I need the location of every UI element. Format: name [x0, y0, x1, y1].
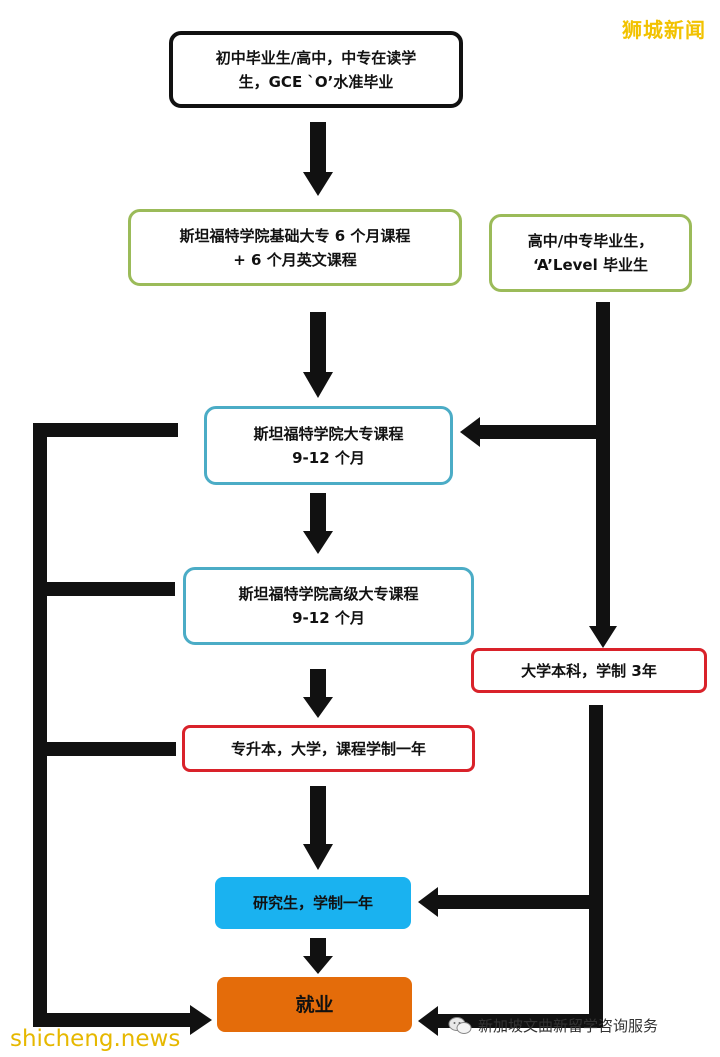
foundation-node-line-2: + 6 个月英文课程: [233, 250, 357, 269]
advanced-diploma-node-line-2: 9-12 个月: [292, 609, 365, 627]
start-node-line-1: 初中毕业生/高中，中专在读学: [215, 48, 417, 67]
arrowhead-alevel-bachelor: [589, 626, 617, 648]
arrowhead-left-employment: [190, 1005, 212, 1035]
arrowhead-alevel-diploma: [460, 417, 480, 447]
arrow-shaft-diploma-advanced: [310, 493, 326, 533]
arrow-shaft-masters-employment: [310, 938, 326, 958]
start-node: 初中毕业生/高中，中专在读学 生，GCE `O’水准毕业: [169, 31, 463, 108]
arrowhead-bachelor-employment: [418, 1006, 438, 1036]
diploma-node: 斯坦福特学院大专课程 9-12 个月: [204, 406, 453, 485]
watermark-bottom-left: shicheng.news: [10, 1026, 181, 1052]
bachelor-node: 大学本科，学制 3年: [471, 648, 707, 693]
arrow-shaft-bachelor-masters: [436, 895, 596, 909]
bachelor-node-label: 大学本科，学制 3年: [521, 661, 657, 680]
line-left-vertical: [33, 423, 47, 1027]
arrowhead-bachelor-masters: [418, 887, 438, 917]
line-exit-diploma: [33, 423, 178, 437]
employment-node-label: 就业: [295, 993, 334, 1016]
alevel-node: 高中/中专毕业生， ‘A’Level 毕业生: [489, 214, 692, 292]
alevel-node-line-2: ‘A’Level 毕业生: [533, 256, 648, 274]
arrowhead-foundation-diploma: [303, 372, 333, 398]
arrow-shaft-left-employment: [33, 1013, 193, 1027]
masters-node-label: 研究生，学制一年: [252, 894, 373, 912]
arrow-shaft-alevel-bachelor: [596, 302, 610, 628]
masters-node: 研究生，学制一年: [215, 877, 411, 929]
diploma-node-line-2: 9-12 个月: [292, 448, 365, 467]
alevel-node-line-1: 高中/中专毕业生，: [527, 232, 654, 250]
watermark-top-right: 狮城新闻: [622, 18, 706, 42]
watermark-bottom-right: 新加坡文曲新留学咨询服务: [448, 1015, 658, 1036]
arrow-shaft-start-foundation: [310, 122, 326, 174]
top-up-node: 专升本，大学，课程学制一年: [182, 725, 475, 772]
arrow-shaft-topup-masters: [310, 786, 326, 846]
advanced-diploma-node: 斯坦福特学院高级大专课程 9-12 个月: [183, 567, 474, 645]
diploma-node-line-1: 斯坦福特学院大专课程: [253, 424, 404, 443]
watermark-bottom-right-text: 新加坡文曲新留学咨询服务: [478, 1017, 659, 1035]
arrowhead-start-foundation: [303, 172, 333, 196]
employment-node: 就业: [217, 977, 412, 1032]
wechat-icon: [448, 1016, 472, 1036]
arrow-shaft-advanced-topup: [310, 669, 326, 699]
start-node-line-2: 生，GCE `O’水准毕业: [238, 72, 394, 91]
arrowhead-diploma-advanced: [303, 531, 333, 554]
arrow-shaft-bachelor-employment: [436, 1014, 596, 1028]
arrow-shaft-foundation-diploma: [310, 312, 326, 374]
advanced-diploma-node-line-1: 斯坦福特学院高级大专课程: [238, 585, 419, 603]
arrow-shaft-alevel-diploma: [478, 425, 603, 439]
arrowhead-masters-employment: [303, 956, 333, 974]
line-bachelor-down: [589, 705, 603, 1028]
arrowhead-advanced-topup: [303, 697, 333, 718]
foundation-node: 斯坦福特学院基础大专 6 个月课程 + 6 个月英文课程: [128, 209, 462, 286]
top-up-node-label: 专升本，大学，课程学制一年: [230, 739, 426, 758]
line-exit-advanced: [33, 582, 175, 596]
foundation-node-line-1: 斯坦福特学院基础大专 6 个月课程: [179, 226, 411, 245]
arrowhead-topup-masters: [303, 844, 333, 870]
line-exit-topup: [33, 742, 176, 756]
